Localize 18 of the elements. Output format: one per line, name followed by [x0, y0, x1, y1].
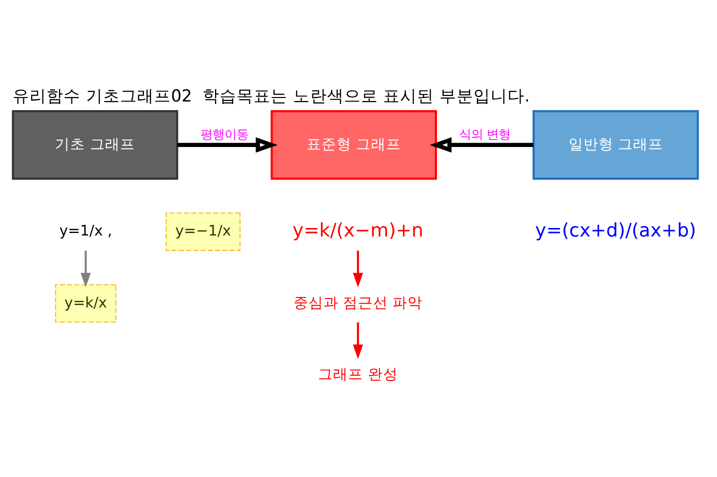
edge-label: 평행이동	[200, 126, 248, 141]
node-box: 일반형 그래프	[532, 110, 699, 180]
node-text: 중심과 점근선 파악	[293, 294, 423, 311]
node-text: y=1/x ,	[59, 223, 112, 240]
arrow	[352, 250, 364, 287]
arrow	[80, 250, 91, 287]
arrow	[430, 136, 534, 152]
node-text: 그래프 완성	[318, 366, 398, 382]
node-box: y=−1/x	[166, 212, 241, 250]
edge-label: 식의 변형	[458, 126, 511, 141]
node-box: y=k/x	[55, 284, 116, 322]
diagram-title: 유리함수 기초그래프02 학습목표는 노란색으로 표시된 부분입니다.	[12, 86, 530, 106]
node-box: 표준형 그래프	[270, 110, 437, 180]
node-text: y=k/(x−m)+n	[292, 220, 424, 241]
node-box: 기초 그래프	[12, 110, 178, 180]
arrow	[352, 322, 364, 359]
arrow	[177, 136, 278, 152]
label: y=(cx+d)/(ax+b)	[535, 220, 696, 241]
